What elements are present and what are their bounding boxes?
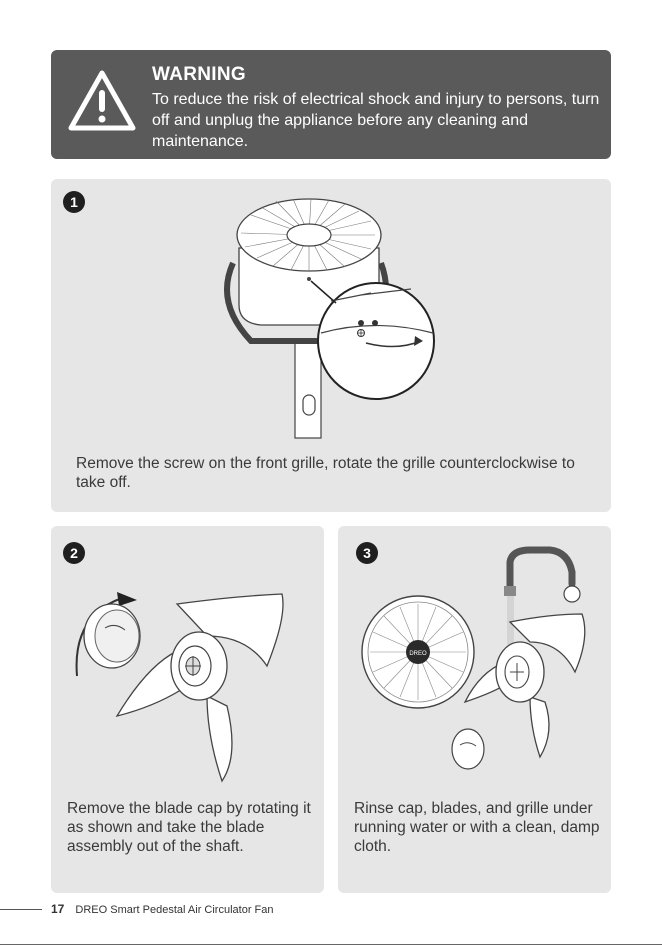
step-1-caption: Remove the screw on the front grille, ro… bbox=[76, 455, 575, 491]
warning-text: To reduce the risk of electrical shock a… bbox=[152, 91, 600, 150]
fan-grille-screw-illustration bbox=[224, 198, 435, 439]
warning-banner: WARNING To reduce the risk of electrical… bbox=[51, 50, 611, 159]
footer-title: DREO Smart Pedestal Air Circulator Fan bbox=[75, 904, 274, 916]
step-2-badge: 2 bbox=[63, 542, 85, 564]
page-number: 17 bbox=[51, 902, 65, 916]
step-2-caption: Remove the blade cap by rotating it as s… bbox=[67, 800, 311, 855]
grille-logo: DREO bbox=[409, 651, 427, 657]
footer: 17 DREO Smart Pedestal Air Circulator Fa… bbox=[51, 902, 274, 916]
bottom-rule bbox=[0, 944, 662, 945]
step-2-card: 2 Remove the blade cap by rotating it as… bbox=[51, 526, 324, 893]
blade-cap-removal-illustration bbox=[75, 592, 284, 783]
step-1-badge: 1 bbox=[63, 191, 85, 213]
step-3-caption: Rinse cap, blades, and grille under runn… bbox=[354, 800, 600, 855]
step-1-card: 1 Remove the screw on the fron bbox=[51, 179, 611, 512]
warning-title: WARNING bbox=[152, 64, 246, 85]
step-3-card: 3 DREO Rinse cap, blades, and grille und… bbox=[338, 526, 611, 893]
footer-rule bbox=[0, 909, 42, 910]
warning-triangle-icon bbox=[68, 70, 136, 131]
rinse-parts-illustration: DREO bbox=[361, 546, 586, 770]
step-3-badge: 3 bbox=[356, 542, 378, 564]
